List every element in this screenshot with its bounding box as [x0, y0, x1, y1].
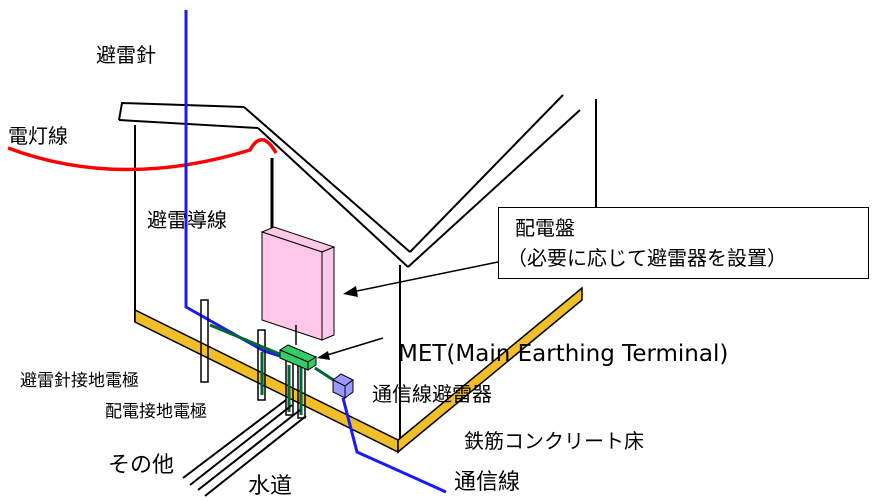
callout-title: 配電盤	[515, 216, 575, 240]
panel-callout: 配電盤 （必要に応じて避雷器を設置）	[498, 207, 869, 279]
met-pointer	[317, 337, 384, 360]
callout-note: （必要に応じて避雷器を設置）	[507, 246, 787, 270]
floor-band	[134, 308, 399, 454]
met-terminal	[278, 344, 318, 371]
panel-side	[321, 246, 335, 341]
water-pipe-label: 水道	[248, 474, 293, 499]
lightning-rod-label: 避雷針	[96, 43, 156, 67]
telecom-arrester-box	[332, 373, 354, 399]
telecom-arrester-label: 通信線避雷器	[372, 382, 492, 406]
telecom-line-wire	[341, 397, 447, 494]
power-ground-label: 配電接地電極	[105, 402, 207, 422]
met-label: MET(Main Earthing Terminal)	[398, 341, 729, 367]
lightning-rod-ground-label: 避雷針接地電極	[20, 371, 139, 391]
rc-floor-label: 鉄筋コンクリート床	[464, 429, 644, 453]
telecom-line-label: 通信線	[454, 470, 521, 495]
building-outline	[118, 94, 597, 445]
other-label: その他	[108, 453, 175, 478]
panel-face	[261, 231, 323, 341]
distribution-panel	[260, 226, 336, 341]
power-line-label: 電灯線	[8, 124, 68, 148]
panel-pointer	[343, 261, 499, 297]
power-line-wire	[7, 138, 278, 172]
buried-pipes	[182, 399, 307, 497]
concrete-floor	[134, 286, 583, 454]
lightning-rod-wire	[184, 10, 284, 359]
floor-band-right	[397, 286, 583, 454]
down-conductor-label: 避雷導線	[147, 208, 227, 232]
